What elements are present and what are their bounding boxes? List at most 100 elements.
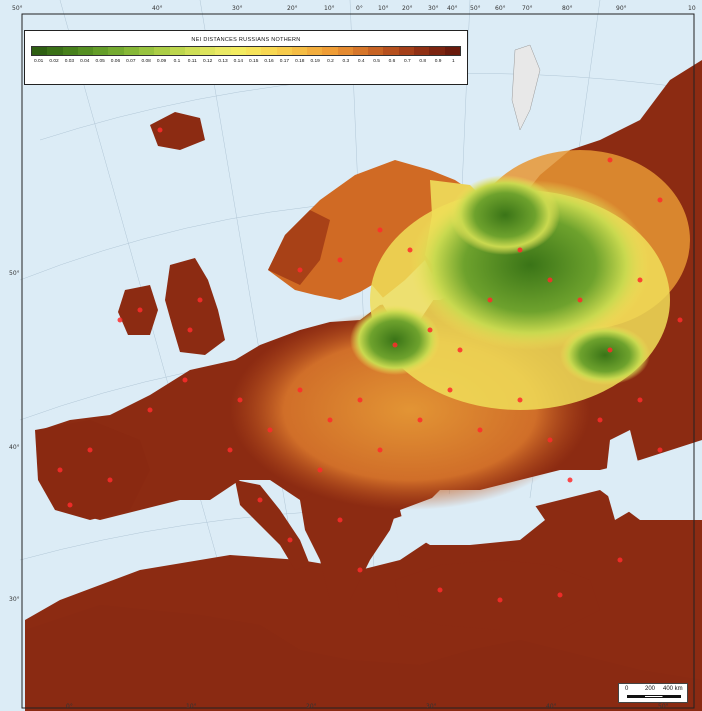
legend-label: 0.9 [434, 59, 442, 64]
anatolia [395, 560, 600, 630]
legend-label: 0.1 [173, 59, 181, 64]
legend-label: 0.4 [357, 59, 365, 64]
graticule-top-label: 40° [447, 5, 458, 12]
legend-swatch [307, 47, 323, 55]
scale-label-400: 400 km [663, 686, 683, 692]
legend-label: 0.05 [95, 59, 105, 64]
graticule-top-label: 10° [324, 5, 335, 12]
legend-swatch [230, 47, 246, 55]
graticule-left-label: 30° [9, 596, 20, 603]
graticule-top-label: 40° [152, 5, 163, 12]
graticule-bottom-label: 20° [306, 703, 317, 710]
legend-swatch [108, 47, 124, 55]
legend-swatch [337, 47, 353, 55]
legend-label: 0.13 [218, 59, 228, 64]
graticule-bottom-label: 50° [658, 703, 669, 710]
caspian-sea [605, 430, 640, 520]
legend-label: 0.16 [264, 59, 274, 64]
legend-swatch [429, 47, 445, 55]
legend-color-bar [31, 46, 461, 56]
legend-swatch [276, 47, 292, 55]
legend-swatch [261, 47, 277, 55]
legend-label: 0.15 [249, 59, 259, 64]
legend-label: 0.18 [295, 59, 305, 64]
map-frame [21, 13, 695, 709]
legend-swatch [123, 47, 139, 55]
legend-swatch [47, 47, 63, 55]
legend-label: 0.14 [233, 59, 244, 64]
legend-label: 0.11 [187, 59, 197, 64]
legend-swatch [444, 47, 460, 55]
graticule-bottom-label: 40° [546, 703, 557, 710]
legend-label: 0.2 [327, 59, 334, 64]
graticule-bottom-label: 10° [186, 703, 197, 710]
legend-label: 0.6 [388, 59, 396, 64]
graticule-bottom-label: 30° [426, 703, 437, 710]
legend-swatch [169, 47, 185, 55]
graticule-top-label: 80° [562, 5, 573, 12]
legend-label: 0.06 [110, 59, 121, 64]
legend-swatch [383, 47, 399, 55]
scale-line [627, 695, 681, 698]
scale-bar: 0 200 400 km [618, 683, 688, 703]
green-field-east [560, 325, 650, 385]
legend-swatch [414, 47, 430, 55]
legend-swatch [184, 47, 201, 55]
legend-swatch [245, 47, 262, 55]
legend-label: 0.17 [279, 59, 290, 64]
legend-swatch [215, 47, 231, 55]
sample-points [57, 127, 683, 603]
graticule-top-label: 50° [12, 5, 23, 12]
legend: NEI DISTANCES RUSSIANS NOTHERN 0.01 0.02 0… [24, 30, 468, 85]
legend-label: 0.7 [403, 59, 411, 64]
legend-label: 0.01 [34, 59, 44, 64]
legend-swatch [138, 47, 155, 55]
graticule-top-label: 20° [402, 5, 413, 12]
legend-swatch [32, 47, 48, 55]
scale-label-0: 0 [625, 686, 629, 692]
legend-label: 0.09 [156, 59, 167, 64]
green-field-west [350, 305, 440, 375]
legend-swatch [200, 47, 216, 55]
graticule-top-label: 10 [688, 5, 696, 12]
graticule-left-label: 40° [9, 444, 20, 451]
legend-swatch [77, 47, 94, 55]
graticule-top-label: 20° [287, 5, 298, 12]
graticule-top-label: 70° [522, 5, 533, 12]
great-britain [165, 258, 225, 355]
iceland [150, 112, 205, 150]
legend-swatch [398, 47, 415, 55]
graticule-top-label: 50° [470, 5, 481, 12]
graticule-top-label: 30° [428, 5, 439, 12]
legend-swatch [154, 47, 170, 55]
legend-swatch [352, 47, 369, 55]
graticule-top-label: 30° [232, 5, 243, 12]
graticule-top-label: 0° [356, 5, 363, 12]
legend-swatch [93, 47, 109, 55]
legend-swatch [62, 47, 78, 55]
legend-label: 1 [452, 59, 455, 64]
graticule-top-label: 60° [495, 5, 506, 12]
green-field-north [450, 175, 560, 255]
legend-title: NEI DISTANCES RUSSIANS NOTHERN [191, 37, 301, 43]
legend-swatch [368, 47, 384, 55]
legend-label: 0.03 [64, 59, 75, 64]
legend-swatch [322, 47, 338, 55]
graticule-top-label: 10° [378, 5, 389, 12]
legend-label: 0.8 [419, 59, 426, 64]
iberia [35, 420, 150, 520]
scandinavia-west [268, 210, 330, 285]
legend-label: 0.5 [373, 59, 380, 64]
graticule-left-label: 50° [9, 270, 20, 277]
north-africa [25, 605, 702, 711]
legend-label: 0.02 [49, 59, 59, 64]
novaya-zemlya [511, 44, 541, 131]
legend-label: 0.19 [310, 59, 320, 64]
graticule-bottom-label: 0° [66, 703, 73, 710]
italy [235, 480, 310, 570]
legend-swatch [291, 47, 308, 55]
legend-label: 0.04 [80, 59, 90, 64]
legend-label: 0.08 [141, 59, 151, 64]
